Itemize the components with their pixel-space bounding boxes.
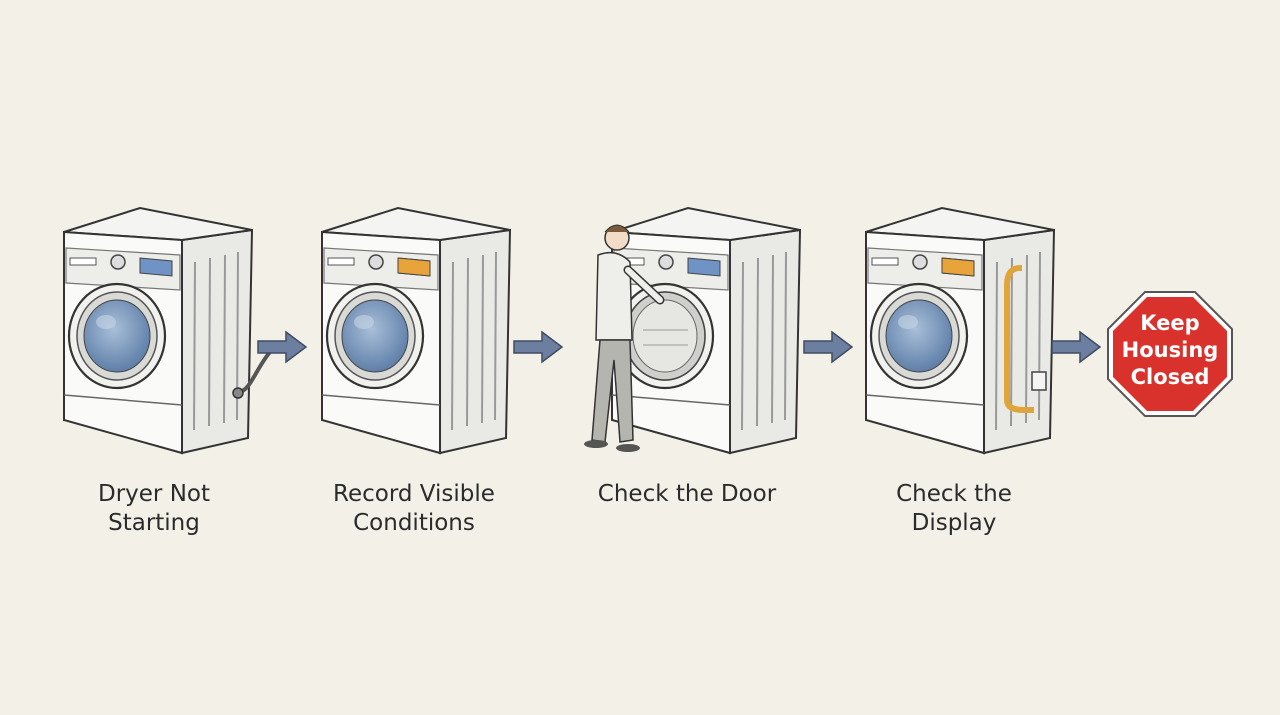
flow-arrow-2: [513, 330, 564, 364]
dryer-1: [62, 206, 272, 455]
step-label-1: Dryer Not Starting: [98, 481, 210, 536]
step-label-2: Record Visible Conditions: [333, 481, 495, 536]
dryer-4: [864, 206, 1056, 455]
dryer-3: [610, 206, 802, 455]
person-figure: [584, 224, 665, 452]
step-label-4: Check the Display: [896, 481, 1012, 536]
flow-arrow-1: [257, 330, 308, 364]
dryer-2: [320, 206, 512, 455]
stop-sign-text: Keep Housing Closed: [1121, 311, 1219, 389]
flow-arrow-3: [803, 330, 854, 364]
step-label-3: Check the Door: [597, 481, 777, 507]
flow-arrow-4: [1051, 330, 1102, 364]
stop-sign: [1107, 291, 1233, 417]
